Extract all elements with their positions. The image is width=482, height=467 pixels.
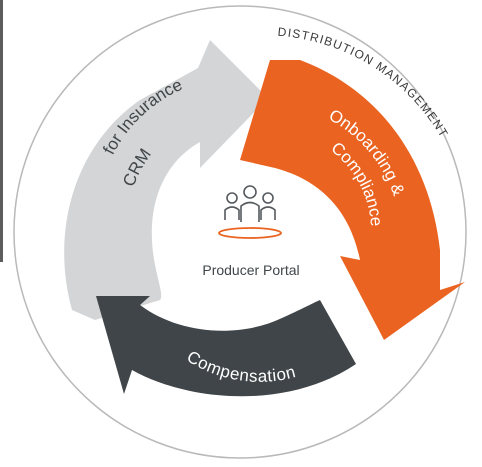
people-group-icon (218, 185, 282, 239)
compensation-arrow (96, 296, 356, 397)
crm-arrow (64, 40, 269, 320)
producer-portal-label: Producer Portal (202, 262, 299, 278)
left-edge-bar (0, 0, 3, 262)
onboarding-arrow (240, 60, 465, 340)
